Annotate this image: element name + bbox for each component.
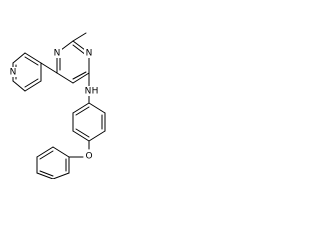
bond-ph-a4 (72, 130, 90, 142)
pyrimidine-n-bottom-bg (52, 48, 62, 58)
bond-ph-a1 (88, 102, 106, 114)
bond-ph-double-3 (75, 106, 90, 116)
bond-py-double-3 (24, 78, 39, 88)
ether-o-label: O (85, 152, 92, 162)
bond-c4-c5-double (72, 71, 87, 80)
bond-py-c5-c6 (24, 80, 42, 92)
bond-ph-a6 (72, 102, 90, 114)
bond-phx-double-2 (39, 170, 54, 177)
bond-ph-double-2 (75, 128, 90, 138)
pyrimidine-n-top-label: N (86, 49, 93, 59)
bond-phx-4 (36, 172, 54, 179)
bond-py-c1-c2 (24, 52, 42, 64)
bond-phx-2 (36, 146, 54, 158)
bond-c5-c6 (56, 72, 74, 84)
pyrimidine-n-top-bg (84, 48, 94, 58)
amine-n-label: N (85, 87, 92, 97)
bond-py-c4-c5 (12, 80, 26, 92)
amine-nh-bg (83, 86, 97, 96)
bond-py-double-1 (24, 56, 39, 66)
amine-h-label: H (92, 87, 99, 97)
bond-ph-a3 (88, 130, 106, 142)
molecule-structure: N N N N H O (8, 32, 106, 179)
bond-phx-5 (52, 172, 70, 179)
bond-phx-double-1 (39, 150, 54, 160)
pyridine-n-bg (8, 67, 18, 77)
ether-o-bg (84, 151, 94, 161)
pyridine-n-label: N (10, 68, 17, 78)
bond-py-c2-n (12, 52, 26, 64)
bond-c6-pyridine (40, 62, 58, 74)
bond-phx-1 (52, 146, 70, 158)
pyrimidine-n-bottom-label: N (54, 49, 61, 59)
bond-c2-methyl (72, 32, 87, 42)
bond-c4-c5 (72, 72, 90, 84)
molecule-diagram: N N N N H O (0, 0, 122, 179)
bond-c2-n3-double (72, 44, 87, 56)
